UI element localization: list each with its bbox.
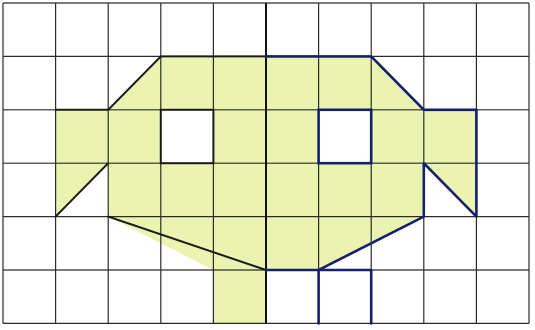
left-eye-square [161,110,214,163]
right-eye-square [319,110,372,163]
